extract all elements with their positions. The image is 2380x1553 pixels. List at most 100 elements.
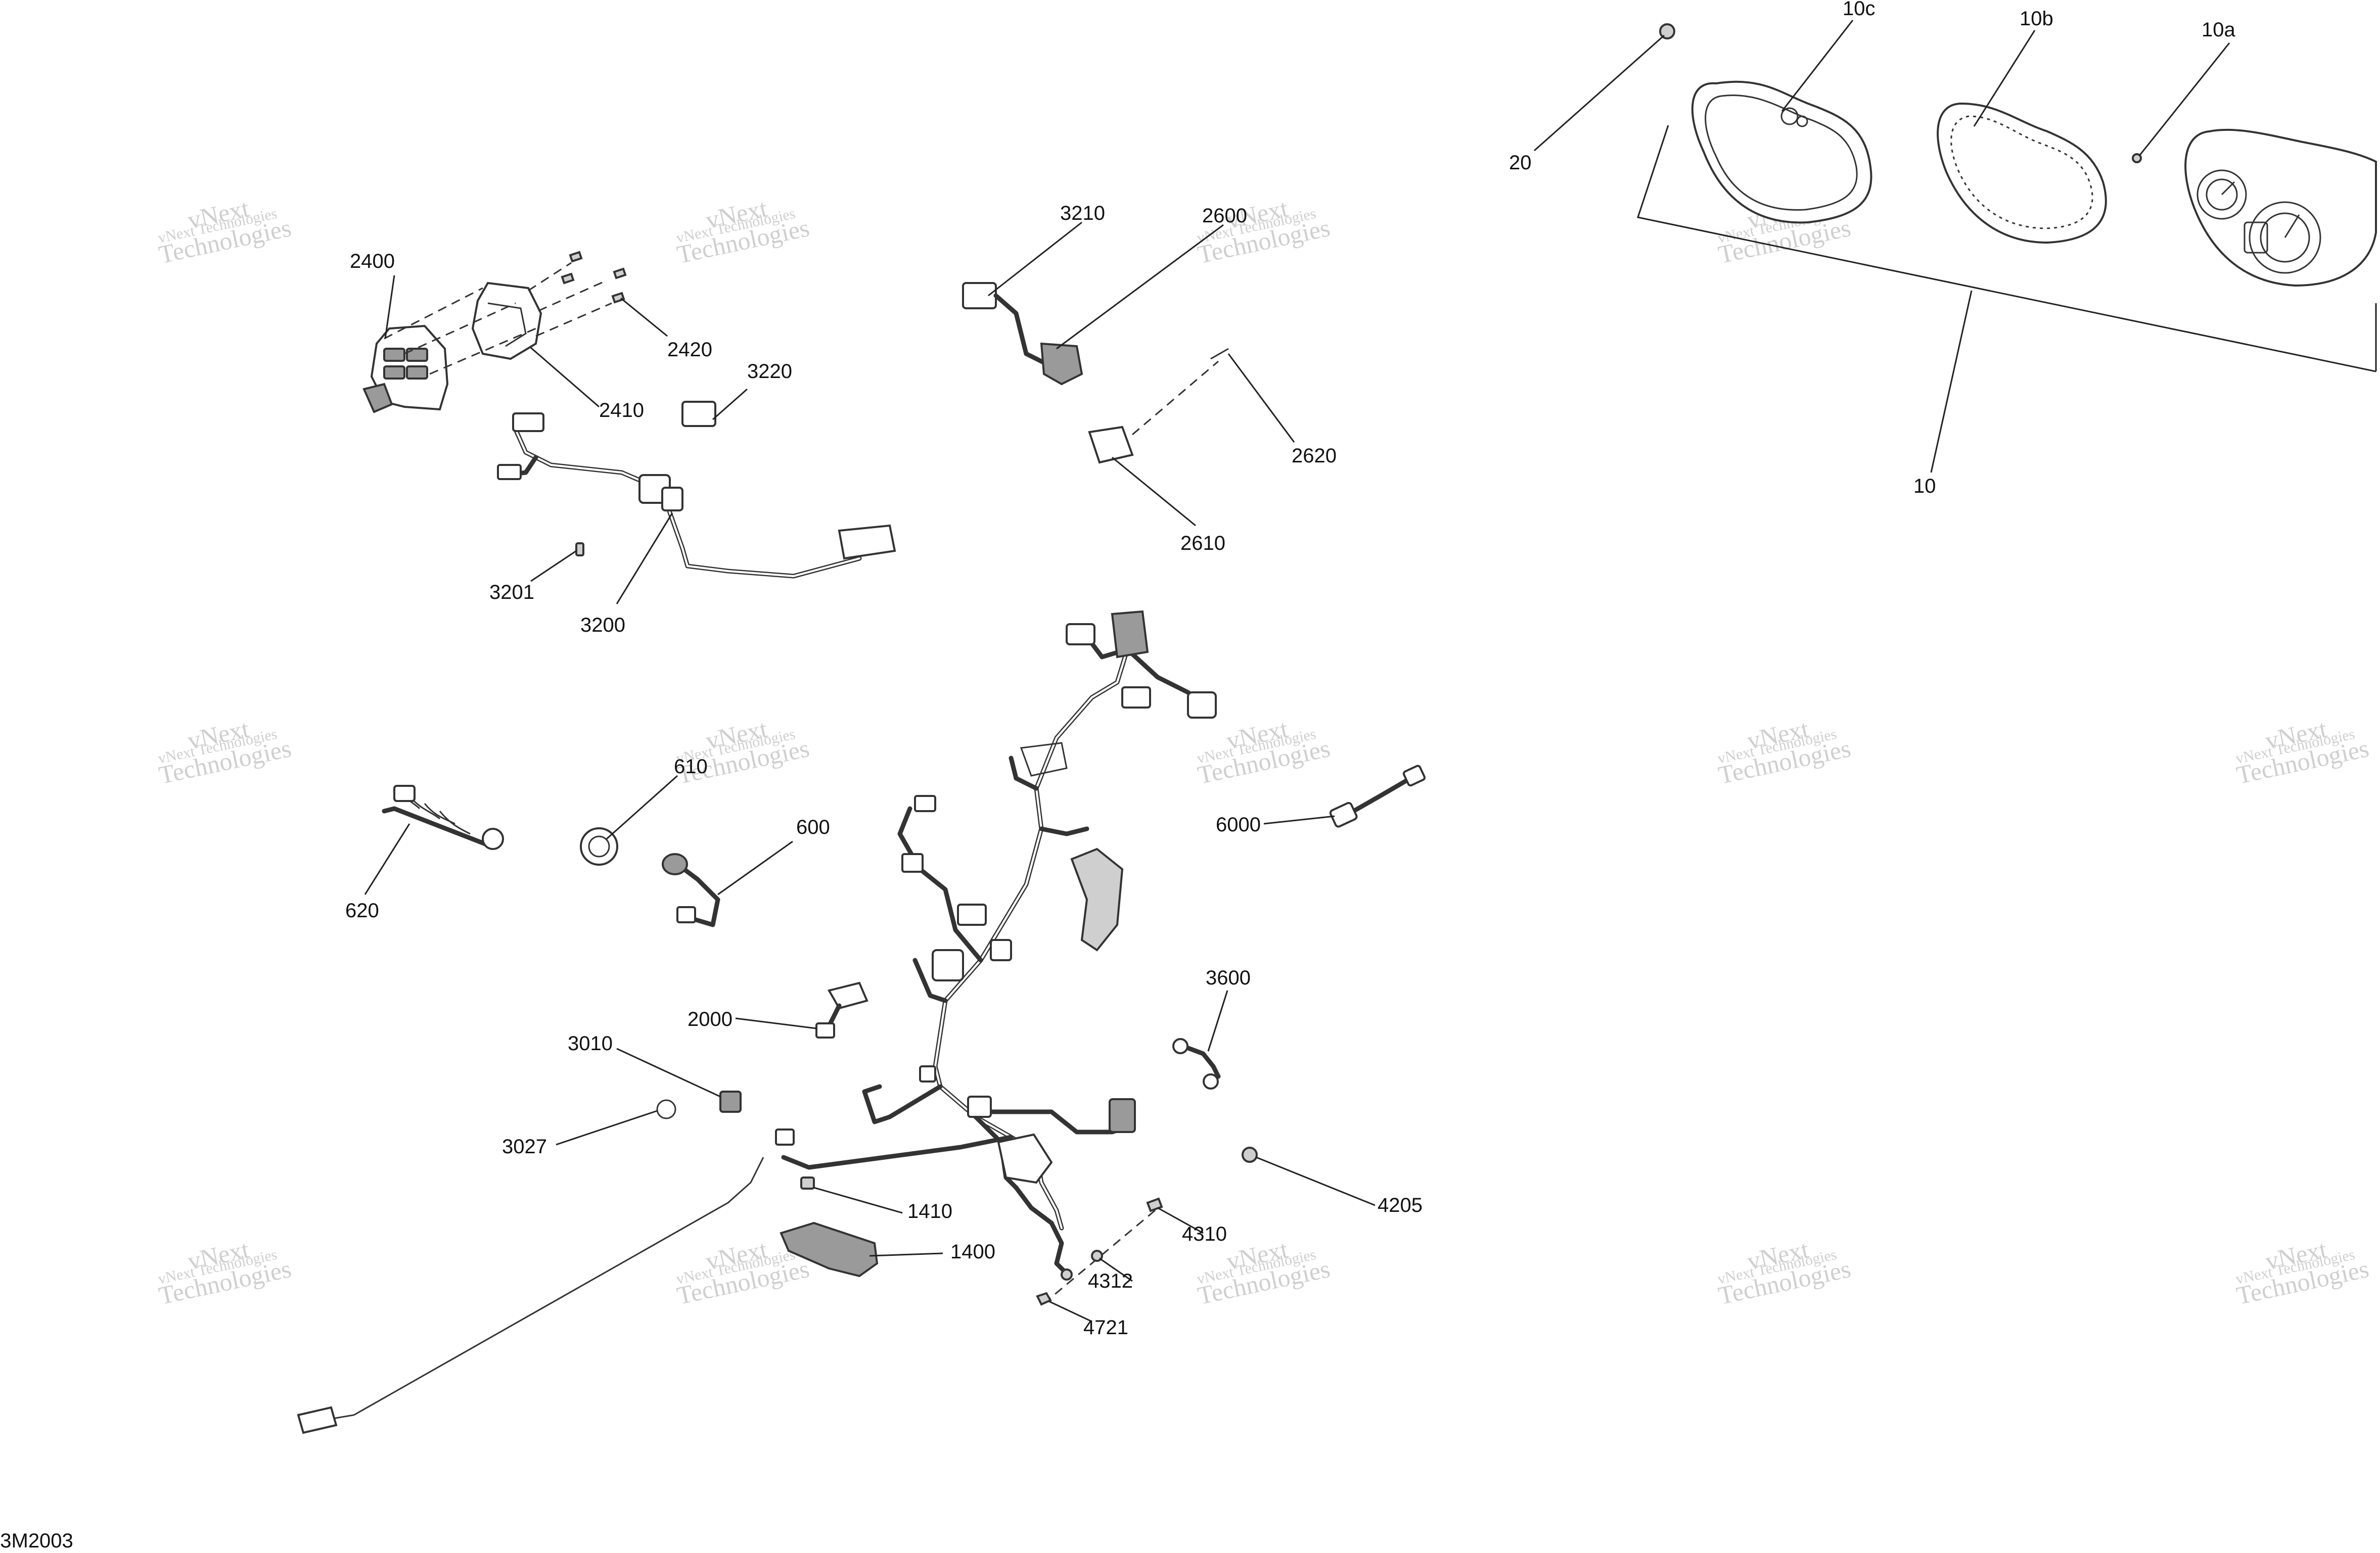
callout-label: 620 [345,900,379,922]
middle-right-parts [1036,765,1426,1323]
gauge-cluster-body [2184,128,2377,287]
callout-label: 3201 [489,581,534,603]
pin-part-2620 [1210,348,1229,360]
connector [497,464,522,480]
gauge-dial [2196,169,2247,220]
callout-label: 3600 [1206,967,1251,989]
assembly-dashline [538,279,607,312]
callout-label: 3200 [580,614,625,636]
switch-lever [362,383,393,413]
harness-wire-3200 [513,427,862,579]
leader-line-3210 [988,221,1082,297]
watermark: vNext Technologies vNext Technologies [1195,714,1333,789]
switch-button [383,365,405,380]
leader-line-10 [1930,290,1973,473]
assembly-dashline [429,327,536,375]
assembly-dashline [1046,1209,1156,1302]
leader-line-2400 [384,275,395,339]
harness-relay [1070,848,1124,952]
leader-line-2600 [1056,224,1224,350]
harness-branch [1009,756,1039,791]
connector-cluster [997,1133,1053,1184]
callout-label: 10a [2202,19,2235,41]
leader-line-3201 [530,550,577,582]
watermark: vNext Technologies vNext Technologies [156,714,294,789]
leader-line-600 [717,840,793,896]
callout-label: 2600 [1202,205,1247,227]
gauge-cluster-group [1534,20,2377,473]
callout-labels: 10c 10b 10a 20 10 2400 2420 2410 3210 26… [345,0,2235,1339]
switch-cover-2410 [471,281,542,360]
sensor-cable-6000 [1342,776,1413,819]
connector-part-3210 [962,282,997,309]
cable-connector [297,1406,338,1434]
connector [393,785,416,802]
terminal [1203,1073,1219,1090]
gauge-display [2244,221,2268,254]
callout-label: 4721 [1083,1316,1128,1339]
assembly-dashline [1132,360,1219,436]
connector [967,1096,992,1118]
switch-button [383,348,405,362]
bezel-hole [1796,115,1808,127]
watermark: vNext Technologies vNext Technologies [2234,714,2371,789]
nut-part-4205 [1242,1147,1258,1163]
connector [957,904,987,926]
sensor-cable-600 [675,862,720,927]
callout-label: 1400 [950,1241,995,1263]
leader-line-1400 [869,1252,943,1257]
callout-label: 6000 [1216,814,1261,836]
screw-part-2420 [613,267,627,279]
callout-label: 3210 [1060,202,1105,224]
bracket-part-1400 [780,1221,879,1278]
switch-cover-edge [487,302,527,347]
cable-3600 [1180,1044,1221,1079]
connector-block [838,524,896,560]
screw-part-2420 [569,251,583,263]
terminal [1172,1038,1188,1054]
middle-left-parts [364,775,943,1257]
leader-line-4721 [1048,1300,1092,1323]
harness-3200-group [497,388,896,604]
leader-line-4310 [1157,1207,1204,1234]
callout-label: 10b [2020,8,2053,30]
connector [932,949,964,981]
watermark: vNext Technologies vNext Technologies [156,194,294,269]
callout-label: 4310 [1182,1223,1227,1245]
connector [901,853,924,873]
connector [676,906,696,923]
nut-part-4721 [1036,1292,1052,1306]
harness-branch-long [781,1135,1014,1170]
gauge-dial-inner [2260,212,2310,263]
leader-line-10a [2138,42,2230,156]
watermark: vNext Technologies vNext Technologies [1716,1235,1853,1310]
gauge-needle [2221,181,2235,196]
connector-part-3220 [681,401,716,427]
leader-line-4205 [1256,1156,1376,1206]
connector [775,1128,795,1146]
group-bracket-10 [1637,125,2376,372]
callout-label: 4312 [1088,1270,1133,1292]
connector [990,939,1012,961]
coil-cable-620 [382,806,488,846]
leader-line-6000 [1263,815,1335,825]
connector-group-top-center [962,221,1295,527]
callout-label: 1410 [907,1200,952,1222]
callout-label: 3010 [568,1032,613,1055]
callout-label: 2410 [599,399,644,421]
connector [914,795,936,812]
watermark: vNext Technologies vNext Technologies [1716,714,1853,789]
leader-line-20 [1534,34,1665,152]
leader-line-10b [1973,30,2036,127]
connector [815,1022,835,1039]
lens-inner-edge [1950,115,2093,229]
bezel-part-10c [1691,80,1872,224]
callout-label: 2420 [667,339,712,361]
connector [1121,686,1151,709]
callout-label: 2000 [688,1008,733,1030]
leader-line-620 [364,823,410,895]
harness-branch [1039,826,1089,836]
connector [1109,1098,1136,1133]
gauge-dial [2249,201,2321,274]
screw-part-2420 [611,292,625,304]
